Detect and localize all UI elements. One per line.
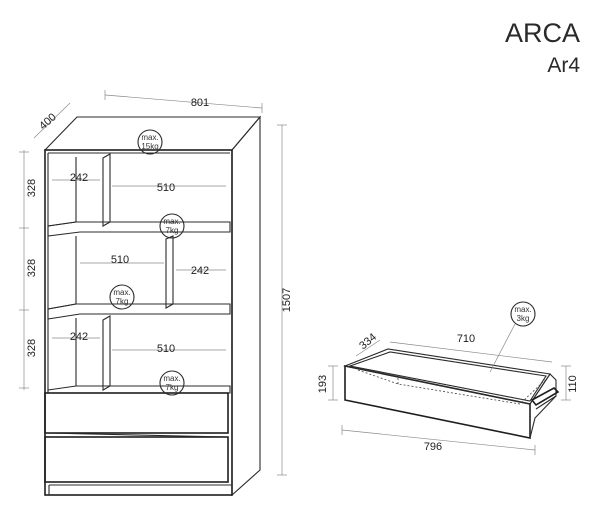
compartment-1-load-badge: [159, 213, 185, 239]
svg-text:3kg: 3kg: [517, 314, 530, 323]
cabinet-front: [44, 149, 233, 496]
dim-row2-left-width: 510: [111, 254, 129, 266]
dim-compartment-1-height: 328: [26, 179, 38, 197]
dim-drawer-side-height: 110: [567, 375, 579, 393]
dim-row3-right-width: 510: [157, 343, 175, 355]
drawer-drawing: 334 710 796 193 110 max. 3kg: [317, 301, 579, 455]
model-code: Ar4: [547, 54, 580, 77]
divider-1: [102, 153, 111, 227]
dim-drawer-depth: 334: [357, 331, 379, 352]
drawer-front-2[interactable]: [44, 436, 229, 483]
svg-text:15kg: 15kg: [141, 142, 158, 151]
dim-row1-right-width: 510: [157, 182, 175, 194]
svg-text:max.: max.: [163, 217, 180, 226]
shelf-2: [47, 303, 231, 320]
drawer-detail-front: [344, 365, 531, 439]
dim-compartment-2-height: 328: [26, 259, 38, 277]
dim-compartment-3-height: 328: [26, 339, 38, 357]
internal-widths: 242 510 510 242 242 510: [52, 172, 226, 355]
top-load-badge: [137, 129, 163, 155]
compartment-2-load-badge: [109, 284, 135, 310]
shelf-1: [47, 221, 231, 237]
shelf-bottom: [47, 385, 231, 394]
svg-text:max.: max.: [141, 133, 158, 142]
drawer-detail-side: [529, 373, 557, 439]
drawer-load-badge: [510, 301, 536, 327]
cabinet-side-face: [231, 115, 261, 497]
svg-text:max.: max.: [163, 374, 180, 383]
svg-text:max.: max.: [113, 288, 130, 297]
drawer-front-1[interactable]: [44, 392, 229, 434]
dim-drawer-inner-width: 710: [457, 333, 475, 345]
brand-title: ARCA: [505, 18, 580, 48]
dim-cabinet-width: 801: [191, 97, 209, 109]
svg-text:7kg: 7kg: [116, 297, 129, 306]
svg-text:max.: max.: [514, 305, 531, 314]
dim-row3-left-width: 242: [70, 331, 88, 343]
svg-text:7kg: 7kg: [166, 226, 179, 235]
dim-drawer-outer-width: 796: [424, 441, 442, 453]
drawer-runner: [530, 387, 560, 407]
svg-text:7kg: 7kg: [166, 383, 179, 392]
dim-row2-right-width: 242: [191, 265, 209, 277]
cabinet-drawing: [43, 115, 262, 497]
dim-cabinet-height: 1507: [281, 288, 293, 312]
dim-drawer-front-height: 193: [317, 375, 329, 393]
dim-cabinet-depth: 400: [37, 111, 59, 132]
load-callouts: max. 15kg max. 7kg max. 7kg max. 7kg: [109, 129, 185, 396]
dim-row1-left-width: 242: [70, 172, 88, 184]
divider-2: [165, 235, 174, 309]
divider-3: [102, 315, 111, 391]
compartment-3-load-badge: [159, 370, 185, 396]
